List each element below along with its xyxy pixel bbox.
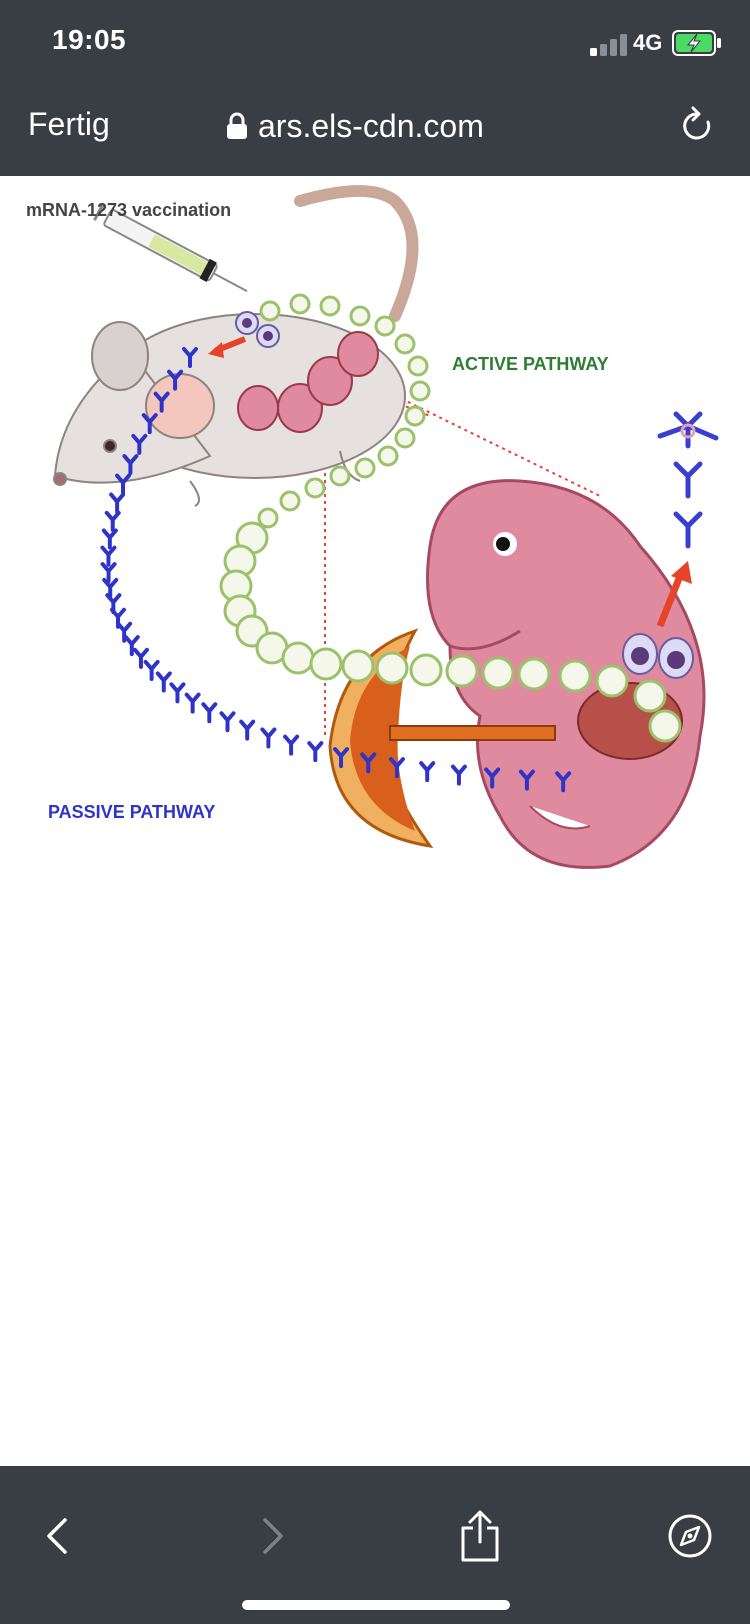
- antibody: [141, 413, 158, 435]
- signal-strength-icon: [590, 34, 627, 56]
- vesicle: [349, 305, 371, 327]
- vesicle: [375, 651, 409, 685]
- immune-cells-mouse: [235, 311, 280, 348]
- vesicle: [633, 679, 667, 713]
- label-passive-pathway: PASSIVE PATHWAY: [48, 802, 216, 822]
- forward-button[interactable]: [242, 1506, 302, 1566]
- antibody: [260, 727, 277, 749]
- antibody: [167, 369, 184, 391]
- vesicle-chain: [219, 293, 682, 743]
- home-indicator: [242, 1600, 510, 1610]
- share-icon: [461, 1510, 499, 1562]
- share-button[interactable]: [450, 1506, 510, 1566]
- vesicle: [304, 477, 326, 499]
- antibody: [122, 454, 139, 476]
- vesicle: [481, 656, 515, 690]
- browser-top-bar: 19:05 4G Fertig ars.els-cdn.com: [0, 0, 750, 176]
- battery-charging-icon: [672, 30, 721, 56]
- antibody: [115, 473, 132, 495]
- compass-icon: [668, 1514, 712, 1558]
- antibody: [104, 510, 121, 532]
- vesicle: [309, 647, 343, 681]
- antibody: [143, 659, 160, 681]
- figure-image: mRNA-1273 vaccination ACTIVE PATHWAY PAS…: [0, 176, 750, 926]
- vesicle: [558, 659, 592, 693]
- status-time: 19:05: [52, 24, 127, 55]
- url-bar[interactable]: ars.els-cdn.com: [226, 104, 484, 148]
- vesicle: [329, 465, 351, 487]
- vesicle: [517, 657, 551, 691]
- antibody: [283, 734, 300, 756]
- antibody: [388, 757, 405, 779]
- done-button[interactable]: Fertig: [28, 106, 110, 142]
- chevron-right-icon: [263, 1518, 283, 1554]
- antibody: [239, 719, 256, 741]
- antibody: [123, 635, 140, 657]
- vesicle: [341, 649, 375, 683]
- label-active-pathway: ACTIVE PATHWAY: [452, 354, 609, 374]
- vesicle: [319, 295, 341, 317]
- label-vaccination: mRNA-1273 vaccination: [26, 200, 232, 220]
- vesicle: [409, 653, 443, 687]
- antibody-chain: [100, 347, 572, 793]
- antibody: [102, 577, 119, 599]
- vesicle: [404, 405, 426, 427]
- vesicle: [354, 457, 376, 479]
- antibody: [360, 752, 377, 774]
- vesicle: [407, 355, 429, 377]
- antibody: [333, 747, 350, 769]
- antibody: [131, 433, 148, 455]
- antibody: [116, 621, 133, 643]
- vesicle: [289, 293, 311, 315]
- vesicle: [257, 507, 279, 529]
- antibody: [109, 492, 126, 514]
- antibody: [100, 562, 117, 584]
- antibody: [201, 702, 218, 724]
- antibody: [100, 545, 117, 567]
- back-button[interactable]: [28, 1506, 88, 1566]
- lock-icon: [227, 112, 247, 139]
- vesicle: [595, 664, 629, 698]
- vesicle: [281, 641, 315, 675]
- antibody: [555, 771, 572, 793]
- antibody-cluster: [657, 411, 719, 549]
- antibody: [307, 741, 324, 763]
- antibody: [101, 528, 118, 550]
- chevron-left-icon: [47, 1518, 67, 1554]
- vesicle: [279, 490, 301, 512]
- antibody: [155, 671, 172, 693]
- vesicle: [648, 709, 682, 743]
- placenta: [328, 628, 556, 849]
- mouse-fetuses: [237, 331, 379, 433]
- vesicle: [377, 445, 399, 467]
- vesicle: [374, 315, 396, 337]
- reload-icon[interactable]: [678, 106, 716, 146]
- antibody: [153, 391, 170, 413]
- antibody: [132, 647, 149, 669]
- network-type: 4G: [633, 30, 663, 55]
- antibody: [182, 347, 198, 368]
- antibody: [219, 711, 236, 733]
- vesicle: [259, 300, 281, 322]
- vesicle: [394, 333, 416, 355]
- antibody: [184, 692, 201, 714]
- vesicle: [445, 654, 479, 688]
- vesicle: [394, 427, 416, 449]
- antibody: [518, 769, 535, 791]
- browser-bottom-bar: [0, 1466, 750, 1624]
- syringe: [93, 203, 248, 293]
- antibody: [419, 761, 436, 783]
- antibody: [450, 764, 467, 786]
- pathway-illustration: [53, 185, 719, 869]
- immune-cells-fetus: [622, 633, 694, 679]
- mouse-tail: [294, 185, 419, 322]
- url-text: ars.els-cdn.com: [258, 107, 484, 144]
- safari-button[interactable]: [660, 1506, 720, 1566]
- vesicle: [409, 380, 431, 402]
- antibody: [484, 767, 501, 789]
- antibody: [169, 682, 186, 704]
